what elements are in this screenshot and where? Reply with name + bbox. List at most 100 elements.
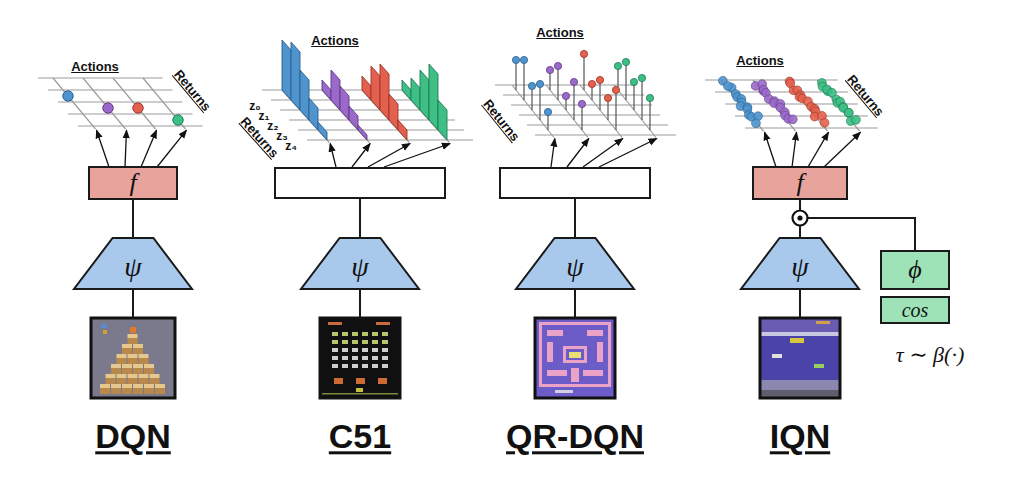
q-value-dots (63, 91, 183, 125)
score-bar (816, 321, 830, 324)
pyramid-cube-side (133, 388, 143, 394)
pyramid-cube-top (122, 344, 132, 348)
quantile-dot (578, 100, 585, 107)
invader-sprite (332, 356, 338, 360)
game-sprite (101, 324, 107, 328)
encoder-trapezoid: ψ (300, 237, 420, 290)
invader-sprite (332, 332, 338, 336)
invader-sprite (372, 340, 378, 344)
quantile-dot (596, 76, 603, 83)
maze-wall (571, 368, 579, 382)
input-wire (132, 290, 134, 318)
invader-sprite (362, 356, 368, 360)
method-title: QR-DQN (506, 418, 644, 455)
probability-bar (411, 78, 420, 110)
quantile-stem (649, 98, 650, 130)
output-layer-box: f (752, 166, 848, 200)
probability-bar (300, 70, 309, 120)
pyramid-cube-top (133, 344, 143, 348)
invader-sprite (382, 364, 388, 368)
invader-sprite (372, 356, 378, 360)
method-title-holder: DQN (95, 418, 171, 455)
axis-label: Returns (171, 67, 214, 114)
node-symbol: ψ (566, 253, 583, 281)
grid-line (546, 85, 588, 138)
node-symbol: ϕ (908, 257, 921, 283)
probability-bar (358, 125, 367, 140)
c51-arrows (330, 144, 450, 168)
pyramid-cube-top (128, 334, 138, 338)
embedding-box: ϕ (880, 250, 950, 290)
trapezoid-shape (74, 238, 192, 289)
pyramid-cube-side (155, 388, 165, 394)
pyramid-cube-top (111, 364, 121, 368)
quantile-dot (562, 92, 569, 99)
sea-bed (760, 380, 840, 390)
input-wire (574, 290, 576, 318)
sample-dot (723, 82, 732, 91)
categorical-bars (282, 40, 447, 140)
frame-border (535, 318, 615, 398)
output-arrow (551, 139, 555, 168)
maze-wall (547, 330, 563, 336)
node-symbol: f (796, 170, 803, 196)
quantile-stem (573, 82, 574, 120)
pyramid-cube-side (122, 388, 132, 394)
sea-surface (760, 332, 840, 336)
pyramid-cube-side (111, 388, 121, 394)
pyramid-cube-side (117, 378, 127, 384)
q-value-dot (133, 103, 143, 113)
output-arrow (583, 139, 623, 168)
quantile-dot (554, 62, 561, 69)
quantile-dot (528, 82, 535, 89)
probability-bar (380, 64, 389, 120)
axis-label: Returns (844, 72, 887, 119)
node-symbol: ψ (791, 253, 808, 281)
pyramid-cube-side (133, 368, 143, 374)
probability-bar (309, 98, 318, 130)
method-title: IQN (770, 418, 830, 455)
quantile-stem (515, 60, 516, 90)
sample-dot (844, 109, 853, 118)
quantile-dot (612, 86, 619, 93)
input-wire (799, 290, 801, 318)
quantile-dot (614, 62, 621, 69)
quantile-dot (580, 50, 587, 57)
quantile-dot (520, 56, 527, 63)
frame-border (320, 318, 400, 398)
trapezoid-shape (516, 238, 634, 289)
probability-bar (349, 106, 358, 130)
invader-sprite (342, 340, 348, 344)
probability-bar (282, 40, 291, 100)
axis-label: Actions (311, 34, 359, 48)
player-sprite (130, 327, 136, 333)
hadamard-product-dot (797, 215, 802, 220)
output-layer (275, 168, 445, 198)
maze-wall (583, 370, 603, 376)
output-arrow (97, 130, 110, 167)
invader-sprite (332, 364, 338, 368)
axis-label-holder: Actions (736, 51, 784, 69)
quantile-dot (588, 80, 595, 87)
invader-sprite (362, 364, 368, 368)
probability-bar (420, 70, 429, 120)
connector (132, 200, 134, 237)
q-value-dot (103, 103, 113, 113)
quantile-stem (557, 66, 558, 100)
maze-wall (597, 342, 603, 362)
feature-wire (359, 199, 361, 237)
sample-dots (718, 76, 860, 127)
invader-sprite (352, 340, 358, 344)
probability-bar (331, 70, 340, 110)
quantile-dot (630, 78, 637, 85)
invader-sprite (382, 332, 388, 336)
probability-bar (402, 80, 411, 100)
pyramid-cube-top (133, 364, 143, 368)
sample-dot (820, 118, 829, 127)
output-arrow (157, 130, 187, 167)
axis-label-holder: Returns (480, 95, 525, 145)
output-arrow (141, 130, 157, 167)
output-layer-box: f (88, 166, 178, 200)
maze-wall (587, 330, 603, 336)
